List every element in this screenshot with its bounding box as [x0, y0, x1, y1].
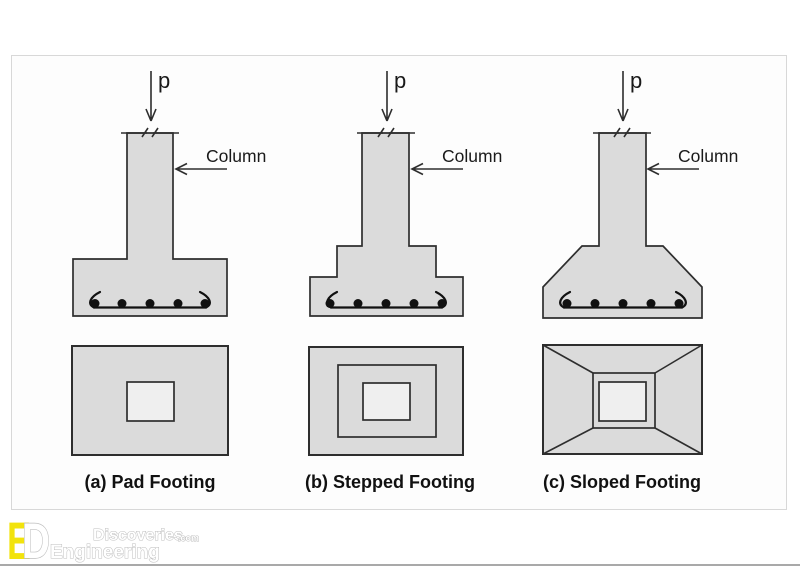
column-label: Column: [442, 146, 502, 166]
column-label: Column: [206, 146, 266, 166]
rebar-dot: [117, 299, 127, 308]
rebar-dot: [325, 299, 335, 308]
column-label: Column: [678, 146, 738, 166]
plan-view-stepped: [308, 346, 464, 456]
logo-word-dotcom: .com: [178, 533, 199, 543]
rebar-dot: [618, 299, 628, 308]
figure-caption: (c) Sloped Footing: [543, 472, 701, 492]
load-arrow: [617, 71, 629, 122]
rebar-dot: [381, 299, 391, 308]
rebar-dot: [145, 299, 155, 308]
plan-view-pad: [71, 345, 229, 456]
logo-letter-d-icon: D: [22, 513, 50, 566]
figure-stepped-footing: p Column (b) Stepped Footing: [305, 68, 502, 492]
logo-letter-e-icon: E: [7, 512, 31, 566]
load-arrow: [145, 71, 157, 122]
rebar-dot: [674, 299, 684, 308]
column-break-line: [357, 127, 415, 138]
column-break-line: [121, 127, 179, 138]
column-break-line: [593, 127, 651, 138]
plan-view-sloped: [542, 344, 703, 455]
load-arrow: [381, 71, 393, 122]
figure-caption: (a) Pad Footing: [85, 472, 216, 492]
figure-sloped-footing: p Column (c) Sloped Footing: [542, 68, 738, 492]
load-label: p: [158, 68, 170, 93]
rebar-line: [89, 290, 211, 309]
logo-word-engineering: Engineering: [50, 542, 160, 563]
engineering-discoveries-logo: E D Discoveries .com Engineering: [7, 512, 200, 566]
column-pointer-arrow: [174, 162, 227, 176]
load-label: p: [630, 68, 642, 93]
rebar-line: [325, 290, 447, 309]
footing-elevation-shape: [542, 132, 703, 319]
column-pointer-arrow: [646, 162, 699, 176]
rebar-dot: [646, 299, 656, 308]
footing-elevation-shape: [309, 132, 464, 317]
footing-elevation-shape: [72, 132, 228, 317]
rebar-dot: [173, 299, 183, 308]
load-label: p: [394, 68, 406, 93]
rebar-dot: [353, 299, 363, 308]
rebar-dot: [90, 299, 100, 308]
rebar-dot: [437, 299, 447, 308]
rebar-dot: [590, 299, 600, 308]
rebar-dot: [200, 299, 210, 308]
rebar-dot: [562, 299, 572, 308]
figure-pad-footing: p Column (a) Pad Footing: [71, 68, 266, 492]
figure-caption: (b) Stepped Footing: [305, 472, 475, 492]
rebar-dot: [409, 299, 419, 308]
image-bottom-edge: [0, 564, 800, 566]
logo-word-discoveries: Discoveries: [93, 527, 183, 544]
column-pointer-arrow: [410, 162, 463, 176]
rebar-line: [559, 290, 687, 309]
